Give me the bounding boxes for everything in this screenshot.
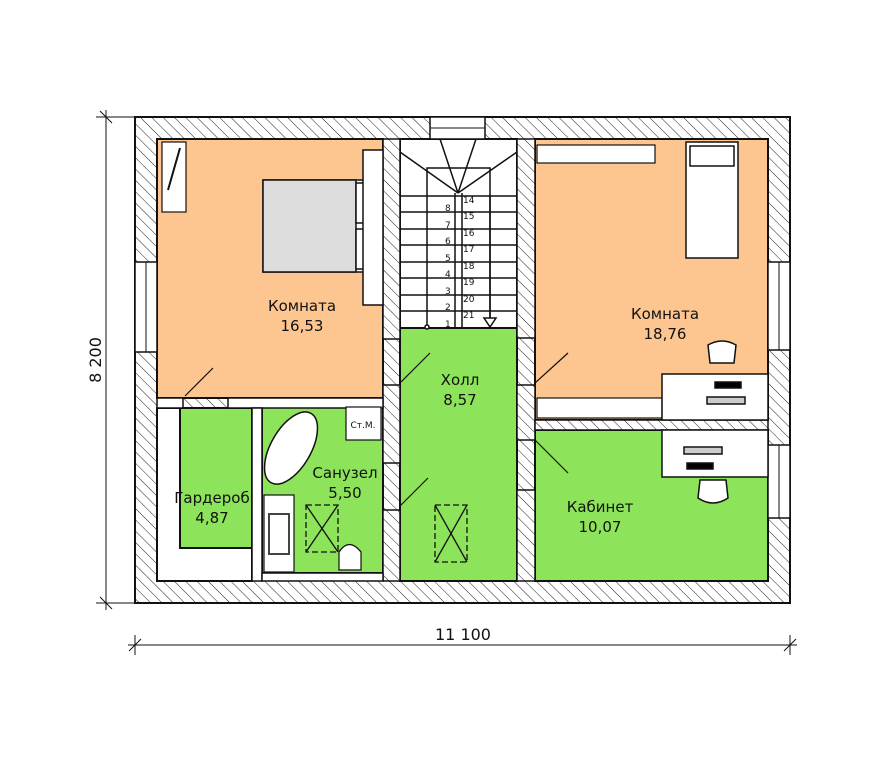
wall bbox=[382, 509, 401, 582]
wall bbox=[516, 384, 536, 441]
stair-number: 7 bbox=[445, 221, 451, 231]
room-area: 16,53 bbox=[281, 317, 324, 335]
ladder-shelf bbox=[161, 141, 187, 213]
stair-number: 14 bbox=[463, 196, 475, 206]
stair-numbers-left: 1 2 3 4 5 6 7 8 bbox=[445, 204, 451, 330]
stair-number: 15 bbox=[463, 212, 474, 222]
toilet bbox=[338, 543, 362, 571]
wall bbox=[516, 489, 536, 582]
stair-number: 3 bbox=[445, 287, 451, 297]
room-name: Санузел bbox=[312, 464, 377, 482]
wall bbox=[382, 138, 401, 340]
wall bbox=[156, 397, 184, 409]
desk bbox=[661, 429, 769, 504]
dimension-width: 11 100 bbox=[435, 625, 491, 644]
closet bbox=[536, 397, 663, 419]
wall bbox=[261, 572, 384, 582]
dimension-line-vertical bbox=[96, 110, 135, 610]
stair-number: 16 bbox=[463, 229, 475, 239]
washing-machine bbox=[345, 406, 382, 441]
room-area: 5,50 bbox=[328, 484, 361, 502]
wall bbox=[516, 138, 536, 339]
washing-machine-label: Ст.М. bbox=[350, 421, 375, 431]
room-name: Кабинет bbox=[567, 498, 634, 516]
room-area: 18,76 bbox=[644, 325, 687, 343]
room-name: Гардероб bbox=[174, 489, 249, 507]
stair-number: 1 bbox=[445, 320, 451, 330]
stair-number: 20 bbox=[463, 295, 475, 305]
bathtub bbox=[263, 411, 319, 485]
room-area: 4,87 bbox=[195, 509, 228, 527]
stair-treads bbox=[399, 138, 518, 330]
closet bbox=[536, 144, 656, 164]
room-name: Холл bbox=[441, 371, 480, 389]
room-area: 10,07 bbox=[579, 518, 622, 536]
stair-number: 5 bbox=[445, 254, 451, 264]
stair-number: 6 bbox=[445, 237, 451, 247]
dimension-height: 8 200 bbox=[86, 337, 105, 383]
stair-number: 18 bbox=[463, 262, 475, 272]
ventilation-icon bbox=[305, 504, 468, 563]
desk bbox=[661, 340, 769, 421]
wall bbox=[534, 419, 769, 431]
dimension-line-horizontal bbox=[128, 635, 797, 655]
wall bbox=[251, 407, 263, 582]
room-name: Комната bbox=[631, 305, 699, 323]
stair-number: 2 bbox=[445, 303, 451, 313]
room-area: 8,57 bbox=[443, 391, 476, 409]
single-bed bbox=[685, 141, 739, 259]
stair-number: 17 bbox=[463, 245, 474, 255]
wall bbox=[227, 397, 384, 409]
stair-number: 8 bbox=[445, 204, 451, 214]
wall bbox=[382, 384, 401, 464]
stair-number: 21 bbox=[463, 311, 474, 321]
double-bed bbox=[262, 149, 384, 306]
stair-number: 4 bbox=[445, 270, 451, 280]
room-hall bbox=[399, 327, 518, 582]
stair-number: 19 bbox=[463, 278, 475, 288]
stair-numbers-right: 14 15 16 17 18 19 20 21 bbox=[463, 196, 475, 321]
room-wardrobe bbox=[179, 407, 253, 549]
room-name: Комната bbox=[268, 297, 336, 315]
